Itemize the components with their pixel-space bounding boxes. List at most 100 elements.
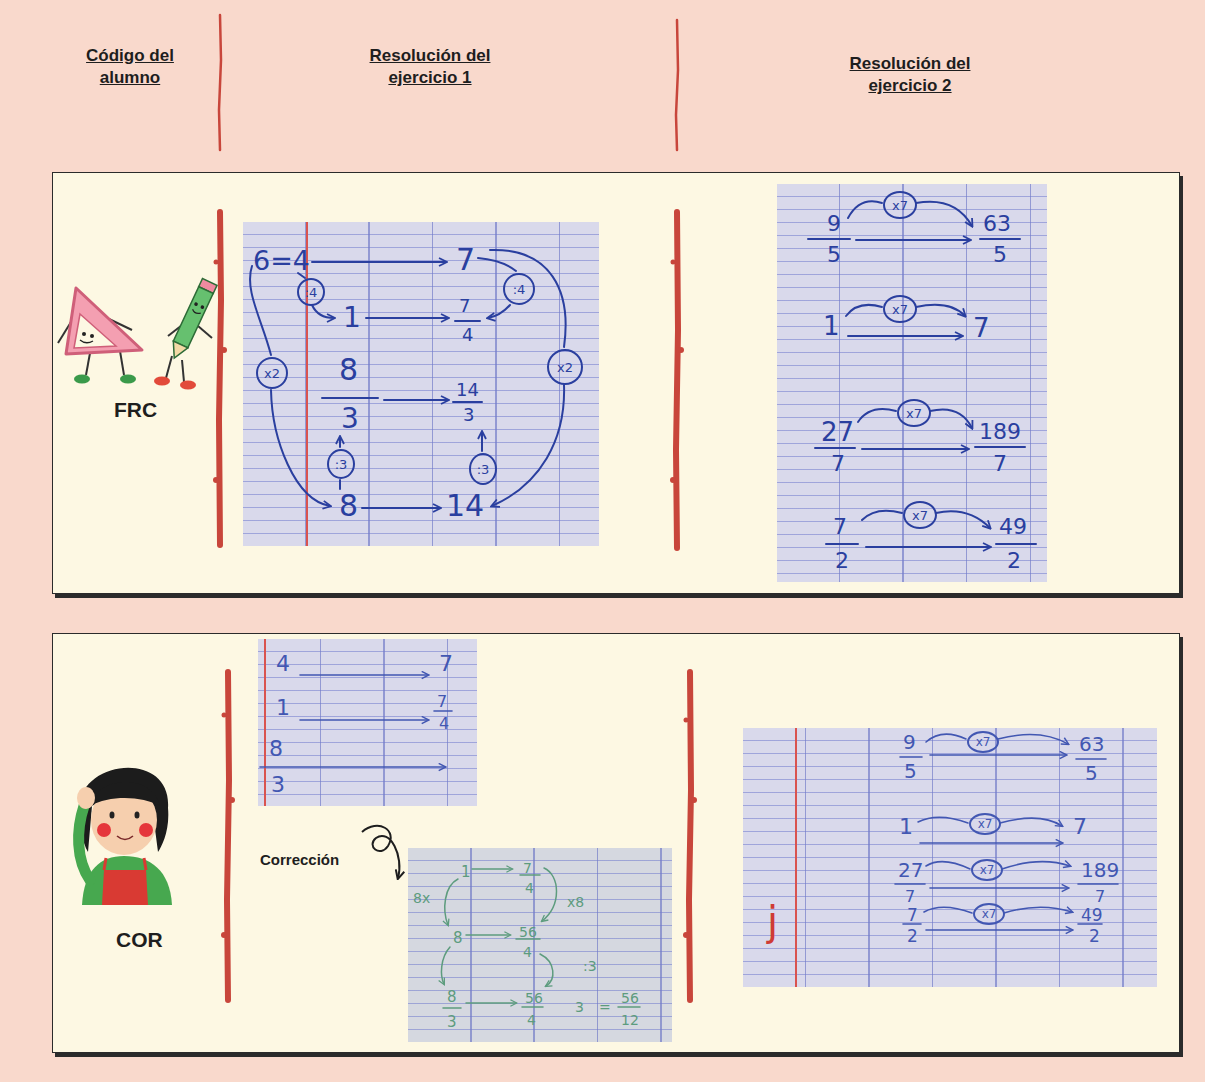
- handwritten-number: 5: [993, 244, 1007, 266]
- handwritten-arrow: [250, 201, 990, 547]
- operator-circle: x7: [967, 731, 999, 753]
- handwritten-arrow: [848, 335, 962, 337]
- ruler-character: [58, 288, 142, 384]
- child-character: [104, 858, 106, 870]
- fraction-bar: [900, 756, 922, 758]
- handwritten-arrow: [1004, 907, 1072, 913]
- pencil-character: [166, 356, 172, 378]
- handwritten-number: 7: [1073, 816, 1087, 838]
- ruler-character: [58, 322, 71, 343]
- operator-circle: x7: [969, 813, 1001, 835]
- operator-label: x7: [892, 303, 908, 316]
- pencil-character: [194, 302, 199, 307]
- handwritten-arrow: [930, 754, 1066, 756]
- operator-circle: x2: [547, 349, 583, 385]
- handwritten-number: 8: [447, 990, 457, 1005]
- column-heading: Resolución del ejercicio 2: [825, 53, 995, 97]
- handwritten-arrow: [339, 480, 341, 489]
- pencil-character: [154, 377, 170, 386]
- handwritten-number: 5: [827, 244, 841, 266]
- handwritten-arrow: [260, 675, 1072, 930]
- operator-circle: x7: [973, 903, 1005, 925]
- handwritten-arrow: [339, 437, 341, 447]
- divider-blot: [683, 932, 689, 938]
- operator-label: :4: [513, 283, 526, 296]
- handwritten-number: 3: [447, 1015, 457, 1030]
- column-divider: [219, 15, 221, 150]
- handwritten-number: 6=4: [253, 247, 310, 274]
- handwritten-arrow: [920, 842, 1062, 844]
- notebook-sheet: 1748xx88564:3835643=5612: [408, 848, 672, 1042]
- handwritten-number: 5: [1085, 763, 1098, 783]
- handwritten-arrow: [466, 1002, 516, 1004]
- child-character: [117, 836, 133, 840]
- notebook-sheet: x7x7x7x79563517277189772492: [777, 184, 1047, 582]
- handwritten-number: 5: [904, 761, 917, 781]
- child-character: [97, 823, 111, 837]
- handwritten-arrow: [298, 273, 305, 278]
- fraction-bar: [516, 938, 540, 940]
- fraction-bar: [895, 883, 925, 885]
- fraction-bar: [322, 239, 1036, 544]
- handwritten-arrow: [924, 907, 972, 913]
- operator-label: x2: [264, 367, 280, 380]
- pencil-character: [167, 341, 188, 361]
- handwritten-number: 1: [899, 816, 913, 838]
- divider-blot: [221, 932, 227, 938]
- fraction-bar: [903, 923, 921, 925]
- handwritten-number: 27: [821, 419, 854, 445]
- handwritten-number: j: [767, 901, 778, 941]
- child-character: [82, 856, 172, 905]
- handwritten-number: 2: [1089, 928, 1100, 945]
- pencil-character: [168, 322, 186, 336]
- correction-arrow: [362, 826, 399, 878]
- fraction-bar: [520, 874, 540, 876]
- operator-circle: x7: [903, 501, 937, 529]
- ruler-character: [120, 375, 136, 384]
- handwritten-arrow: [926, 734, 966, 742]
- pencil-character: [199, 279, 217, 294]
- divider-blot: [214, 260, 219, 265]
- column-heading: Código del alumno: [70, 45, 190, 89]
- ruler-character: [74, 314, 116, 348]
- handwritten-arrow: [312, 305, 334, 318]
- handwritten-arrow: [466, 934, 510, 936]
- handwritten-arrow: [312, 261, 446, 263]
- handwritten-arrow: [542, 868, 557, 921]
- handwritten-number: 7: [456, 245, 475, 275]
- handwritten-arrow: [366, 317, 448, 319]
- notebook-sheet: 4717483: [258, 639, 477, 806]
- child-character: [80, 768, 169, 852]
- handwritten-arrow: [300, 719, 428, 721]
- handwritten-number: 7: [1095, 889, 1105, 905]
- handwritten-arrow: [862, 511, 902, 520]
- child-character: [135, 812, 140, 819]
- handwritten-arrow: [916, 305, 965, 316]
- pencil-character: [167, 279, 217, 362]
- operator-label: :3: [335, 458, 348, 471]
- fraction-bar: [1078, 923, 1102, 925]
- ruler-character: [80, 340, 93, 343]
- student-row: 47174831748xx88564:3835643=5612x7x7x7x79…: [52, 633, 1180, 1053]
- divider-blot: [229, 797, 235, 803]
- operator-label: x2: [557, 361, 573, 374]
- handwritten-arrow: [1002, 862, 1070, 869]
- handwritten-number: 3: [575, 1000, 584, 1014]
- operator-label: x7: [906, 407, 922, 420]
- handwritten-arrow: [481, 432, 483, 451]
- handwritten-arrow: [1000, 818, 1062, 826]
- ruler-character: [82, 332, 86, 336]
- pencil-character: [180, 381, 196, 390]
- handwritten-number: 4: [523, 945, 532, 959]
- ruler-character: [120, 351, 124, 375]
- fraction-bar: [322, 397, 378, 399]
- operator-label: :4: [305, 286, 318, 299]
- handwritten-number: 7: [833, 516, 847, 538]
- handwritten-number: 1: [461, 865, 471, 880]
- child-character: [102, 870, 148, 905]
- handwritten-number: 189: [979, 421, 1021, 443]
- handwritten-number: 7: [523, 861, 532, 875]
- handwritten-arrow: [488, 305, 510, 318]
- handwritten-number: 56: [525, 991, 543, 1005]
- handwritten-arrow: [858, 409, 896, 422]
